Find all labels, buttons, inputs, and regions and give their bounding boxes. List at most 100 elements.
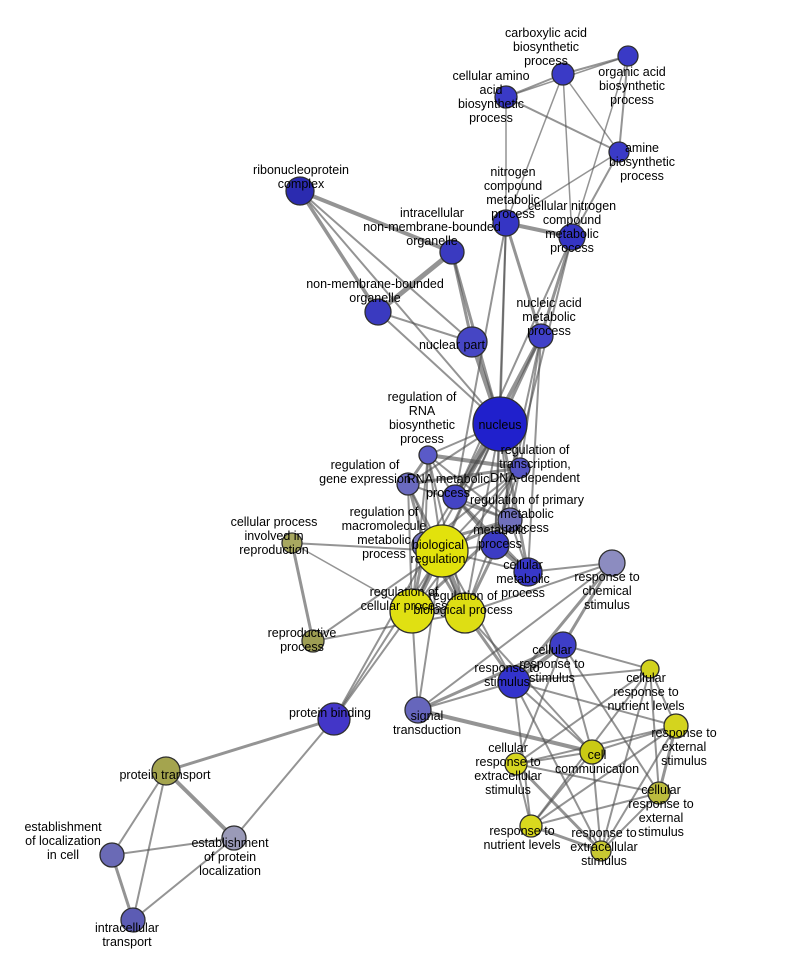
graph-edge-rnl-rexs xyxy=(529,824,603,853)
graph-edge-ptrans-itrans xyxy=(132,770,167,921)
node-rrb[interactable]: regulation of RNA biosynthetic process xyxy=(418,445,438,465)
node-label-sigt-line2: transduction xyxy=(393,723,461,737)
graph-edge-nitro-nucleus xyxy=(499,222,507,425)
graph-edge-ribo-nmb xyxy=(298,189,380,314)
node-rbp[interactable]: regulation of biological process xyxy=(444,592,486,634)
node-cmetab[interactable]: cellular metabolic process xyxy=(513,557,543,587)
node-label-rrb-line1: regulation of xyxy=(388,390,457,404)
graph-edge-cpir-repro xyxy=(290,541,315,643)
node-rchem[interactable]: response to chemical stimulus xyxy=(598,549,626,577)
node-label-crext-line4: stimulus xyxy=(638,825,684,839)
graph-edge-rchem-crs xyxy=(561,561,614,647)
graph-edge-rstim-rext xyxy=(513,681,677,727)
graph-edge-rexs-ccomm xyxy=(591,751,602,852)
graph-edge-crnl-cres xyxy=(515,668,651,765)
node-label-rmm-line2: macromolecule xyxy=(342,519,427,533)
graph-edge-nmb-npart xyxy=(377,311,473,343)
node-crnl[interactable]: cellular response to nutrient levels xyxy=(640,659,660,679)
node-label-carb-line1: carboxylic acid xyxy=(505,26,587,40)
graph-edge-cres-crext xyxy=(515,763,660,794)
node-label-eloc-line3: in cell xyxy=(47,848,79,862)
node-itrans[interactable]: intracellular transport xyxy=(120,907,146,933)
node-org[interactable]: organic acid biosynthetic process xyxy=(617,45,639,67)
node-nitro[interactable]: nitrogen compound metabolic process xyxy=(492,209,520,237)
node-rge[interactable]: regulation of gene expression xyxy=(396,472,420,496)
node-nucleus[interactable]: nucleus xyxy=(472,396,528,452)
node-metab[interactable]: metabolic process xyxy=(480,530,510,560)
node-nucleic[interactable]: nucleic acid metabolic process xyxy=(528,323,554,349)
node-bioreg[interactable]: biological regulation xyxy=(415,524,469,578)
node-label-carb-line2: biosynthetic xyxy=(513,40,579,54)
node-cnitro[interactable]: cellular nitrogen compound metabolic pro… xyxy=(558,223,586,251)
graph-edge-crext-rnl xyxy=(530,792,660,827)
node-nmb[interactable]: non-membrane-bounded organelle xyxy=(364,298,392,326)
node-layer: carboxylic acid biosynthetic process orga… xyxy=(99,45,689,933)
graph-edge-eloc-eploc xyxy=(111,837,235,856)
node-rexs[interactable]: response to extracellular stimulus xyxy=(590,840,612,862)
node-label-rtx-line3: DNA-dependent xyxy=(490,471,580,485)
graph-edge-rnl-ccomm xyxy=(530,751,593,827)
node-ptrans[interactable]: protein transport xyxy=(151,756,181,786)
node-amine[interactable]: amine biosynthetic process xyxy=(608,141,630,163)
graph-edge-itrans-eploc xyxy=(132,837,235,921)
graph-edge-nucleic-rtx xyxy=(519,335,542,469)
node-label-eloc-line2: of localization xyxy=(25,834,101,848)
graph-edge-rchem-rbp xyxy=(464,562,613,614)
node-eploc[interactable]: establishment of protein localization xyxy=(221,825,247,851)
graph-edge-org-amine xyxy=(618,55,629,153)
node-rnl[interactable]: response to nutrient levels xyxy=(519,814,543,838)
graph-edge-bioreg-pbind xyxy=(333,550,443,720)
node-pbind[interactable]: protein binding xyxy=(317,702,351,736)
graph-edge-carb-cnitro xyxy=(562,73,573,238)
node-label-cpir-line1: cellular process xyxy=(231,515,318,529)
node-amino[interactable]: cellular amino acid biosynthetic process xyxy=(494,85,518,109)
graph-edge-amine-nitro xyxy=(505,151,620,224)
node-eloc[interactable]: establishment of localization in cell xyxy=(99,842,125,868)
node-rstim[interactable]: response to stimulus xyxy=(497,665,531,699)
node-crs[interactable]: cellular response to stimulus xyxy=(549,631,577,659)
graph-edge-ptrans-eploc xyxy=(164,769,236,840)
node-label-rmm-line3: metabolic xyxy=(357,533,411,547)
graph-edge-crs-sigt xyxy=(416,643,565,712)
node-rcp[interactable]: regulation of cellular process xyxy=(389,588,435,634)
node-carb[interactable]: carboxylic acid biosynthetic process xyxy=(551,62,575,86)
node-label-amine-line3: process xyxy=(620,169,664,183)
node-label-inmb-line2: non-membrane-bounded xyxy=(363,220,501,234)
graph-edge-rstim-crnl xyxy=(513,668,651,683)
node-rnam[interactable]: RNA metabolic process xyxy=(442,484,468,510)
graph-edge-repro-rbp xyxy=(312,612,466,642)
node-cpir[interactable]: cellular process involved in reproductio… xyxy=(281,532,303,554)
graph-edge-rstim-ccomm xyxy=(513,681,593,753)
node-label-amine-line1: amine xyxy=(625,141,659,155)
node-label-rrb-line4: process xyxy=(400,432,444,446)
node-sigt[interactable]: signal transduction xyxy=(404,696,432,724)
graph-edge-rchem-rstim xyxy=(512,561,614,684)
graph-edge-amine-cnitro xyxy=(571,151,620,238)
node-label-eploc-line3: localization xyxy=(199,864,261,878)
graph-edge-cnitro-metab xyxy=(494,236,573,546)
graph-edge-pbind-ptrans xyxy=(164,717,336,773)
node-ribo[interactable]: ribonucleoprotein complex xyxy=(285,176,315,206)
node-npart[interactable]: nuclear part xyxy=(456,326,488,358)
node-rpm[interactable]: regulation of primary metabolic process xyxy=(497,507,523,533)
node-label-nitro-line2: compound xyxy=(484,179,542,193)
node-rext[interactable]: response to external stimulus xyxy=(663,713,689,739)
graph-edge-cres-ccomm xyxy=(515,751,593,765)
graph-edge-rext-rnl xyxy=(530,725,677,827)
node-label-ribo-line1: ribonucleoprotein xyxy=(253,163,349,177)
graph-edge-pbind-eploc xyxy=(233,718,335,839)
node-inmb[interactable]: intracellular non-membrane-bounded organ… xyxy=(439,239,465,265)
node-label-org-line1: organic acid xyxy=(598,65,665,79)
graph-edge-ribo-inmb xyxy=(298,189,454,254)
node-cres[interactable]: cellular response to extracellular stimu… xyxy=(504,752,528,776)
node-ccomm[interactable]: cell communication xyxy=(579,739,605,765)
graph-edge-sigt-ccomm xyxy=(416,708,594,754)
node-label-org-line2: biosynthetic xyxy=(599,79,665,93)
graph-edge-carb-nitro xyxy=(505,73,564,224)
graph-edge-cnitro-nucleic xyxy=(539,235,574,338)
node-crext[interactable]: cellular response to external stimulus xyxy=(647,781,671,805)
graph-edge-rtx-rge xyxy=(406,466,522,486)
graph-edge-rrb-rpm xyxy=(427,454,511,521)
node-repro[interactable]: reproductive process xyxy=(301,629,325,653)
node-rtx[interactable]: regulation of transcription, DNA-depende… xyxy=(509,457,531,479)
